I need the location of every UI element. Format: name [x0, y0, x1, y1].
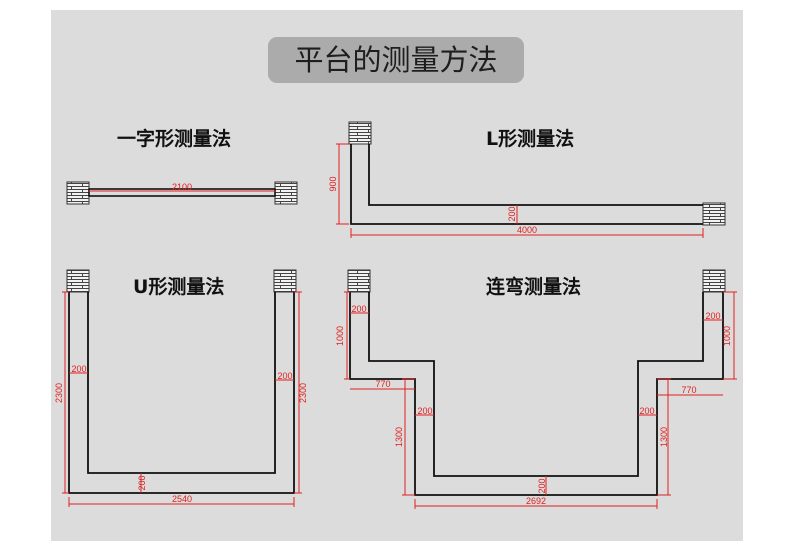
dim-label: 770	[375, 379, 390, 389]
dim-label: 200	[277, 371, 292, 381]
wall-brick	[66, 181, 90, 205]
wall-brick	[348, 121, 372, 145]
wall-brick	[66, 269, 90, 293]
wall-brick	[702, 202, 726, 226]
dim-label: 2300	[54, 383, 64, 403]
u-shape: 2300 200 200 2300 200 2540	[54, 269, 308, 507]
heading-multi-bend: 连弯测量法	[486, 276, 582, 298]
dim-label: 200	[137, 475, 147, 490]
platform-outline	[68, 292, 295, 494]
heading-u-shape: U形测量法	[133, 276, 225, 298]
l-shape: 900 200 4000	[328, 121, 726, 238]
dim-label: 1300	[659, 427, 669, 447]
platform-outline	[350, 144, 703, 225]
dim-label: 200	[71, 364, 86, 374]
dim-label: 900	[328, 176, 338, 191]
dim-label: 200	[417, 406, 432, 416]
dim-label: 4000	[517, 225, 537, 235]
platform-outline	[368, 292, 704, 477]
dim-label: 1300	[394, 427, 404, 447]
dim-label: 200	[537, 478, 547, 493]
platform-outline	[349, 292, 724, 496]
dim-label: 2300	[298, 383, 308, 403]
page-title: 平台的测量方法	[294, 43, 498, 77]
dim-label: 2100	[172, 182, 192, 192]
wall-brick	[702, 269, 726, 293]
dim-label: 200	[705, 311, 720, 321]
dim-label: 1000	[335, 326, 345, 346]
dim-label: 200	[507, 206, 517, 221]
wall-brick	[273, 269, 297, 293]
dim-label: 2540	[172, 494, 192, 504]
dim-label: 770	[681, 385, 696, 395]
straight-shape: 2100	[66, 181, 298, 205]
dim-label: 200	[639, 406, 654, 416]
platform-outline	[88, 188, 276, 197]
heading-straight: 一字形测量法	[117, 128, 232, 150]
heading-l-shape: L形测量法	[486, 128, 575, 150]
multi-bend-shape: 1000 200 770 200 1300 200 2692 200 770 1…	[335, 269, 737, 509]
title-box	[268, 37, 524, 83]
dim-label: 1000	[722, 326, 732, 346]
dim-label: 2692	[526, 496, 546, 506]
wall-brick	[347, 269, 371, 293]
wall-brick	[274, 181, 298, 205]
dim-label: 200	[351, 304, 366, 314]
diagram-panel	[51, 10, 743, 541]
